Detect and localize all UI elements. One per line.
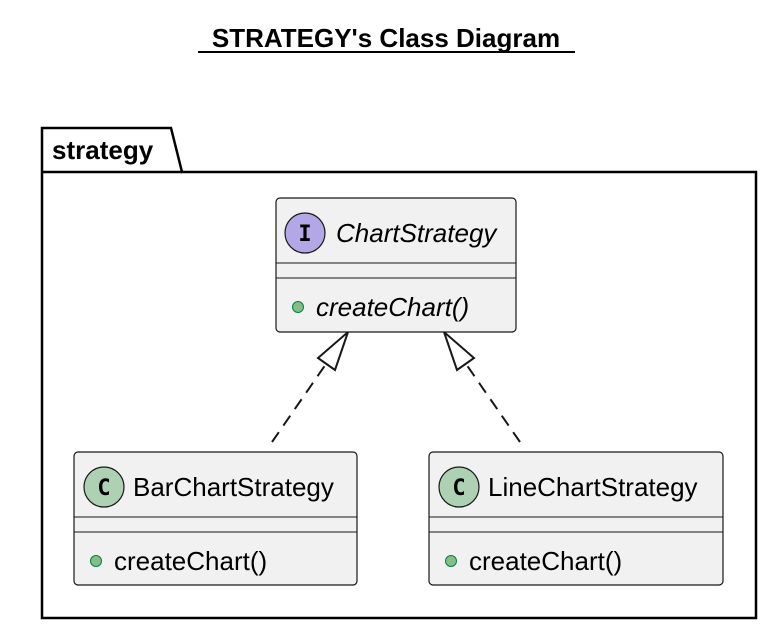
hollow-arrowhead-icon	[441, 328, 476, 372]
method-label: createChart()	[469, 546, 622, 576]
public-visibility-icon	[90, 555, 102, 567]
class-box-chart-strategy[interactable]: I ChartStrategy createChart()	[275, 197, 517, 333]
class-box-line-chart-strategy[interactable]: C LineChartStrategy createChart()	[428, 451, 724, 586]
package-label: strategy	[52, 135, 154, 165]
class-name: BarChartStrategy	[133, 472, 334, 502]
dashed-line	[465, 363, 521, 443]
method-label: createChart()	[114, 546, 267, 576]
interface-badge-icon	[284, 212, 326, 254]
class-badge-icon	[83, 466, 125, 508]
badge-letter: C	[97, 476, 110, 501]
public-visibility-icon	[445, 555, 457, 567]
package-strategy: strategy	[40, 126, 758, 620]
realization-bar-to-interface	[271, 328, 351, 443]
class-name: ChartStrategy	[336, 218, 498, 248]
realization-line-to-interface	[441, 328, 521, 443]
badge-letter: C	[452, 476, 465, 501]
dashed-line	[271, 363, 327, 443]
hollow-arrowhead-icon	[316, 328, 351, 372]
badge-letter: I	[298, 222, 311, 247]
public-visibility-icon	[292, 301, 304, 313]
package-frame	[40, 126, 758, 620]
method-label: createChart()	[316, 292, 469, 322]
class-name: LineChartStrategy	[488, 472, 698, 502]
class-box-bar-chart-strategy[interactable]: C BarChartStrategy createChart()	[73, 451, 358, 586]
class-badge-icon	[438, 466, 480, 508]
diagram-title: STRATEGY's Class Diagram	[212, 23, 560, 53]
